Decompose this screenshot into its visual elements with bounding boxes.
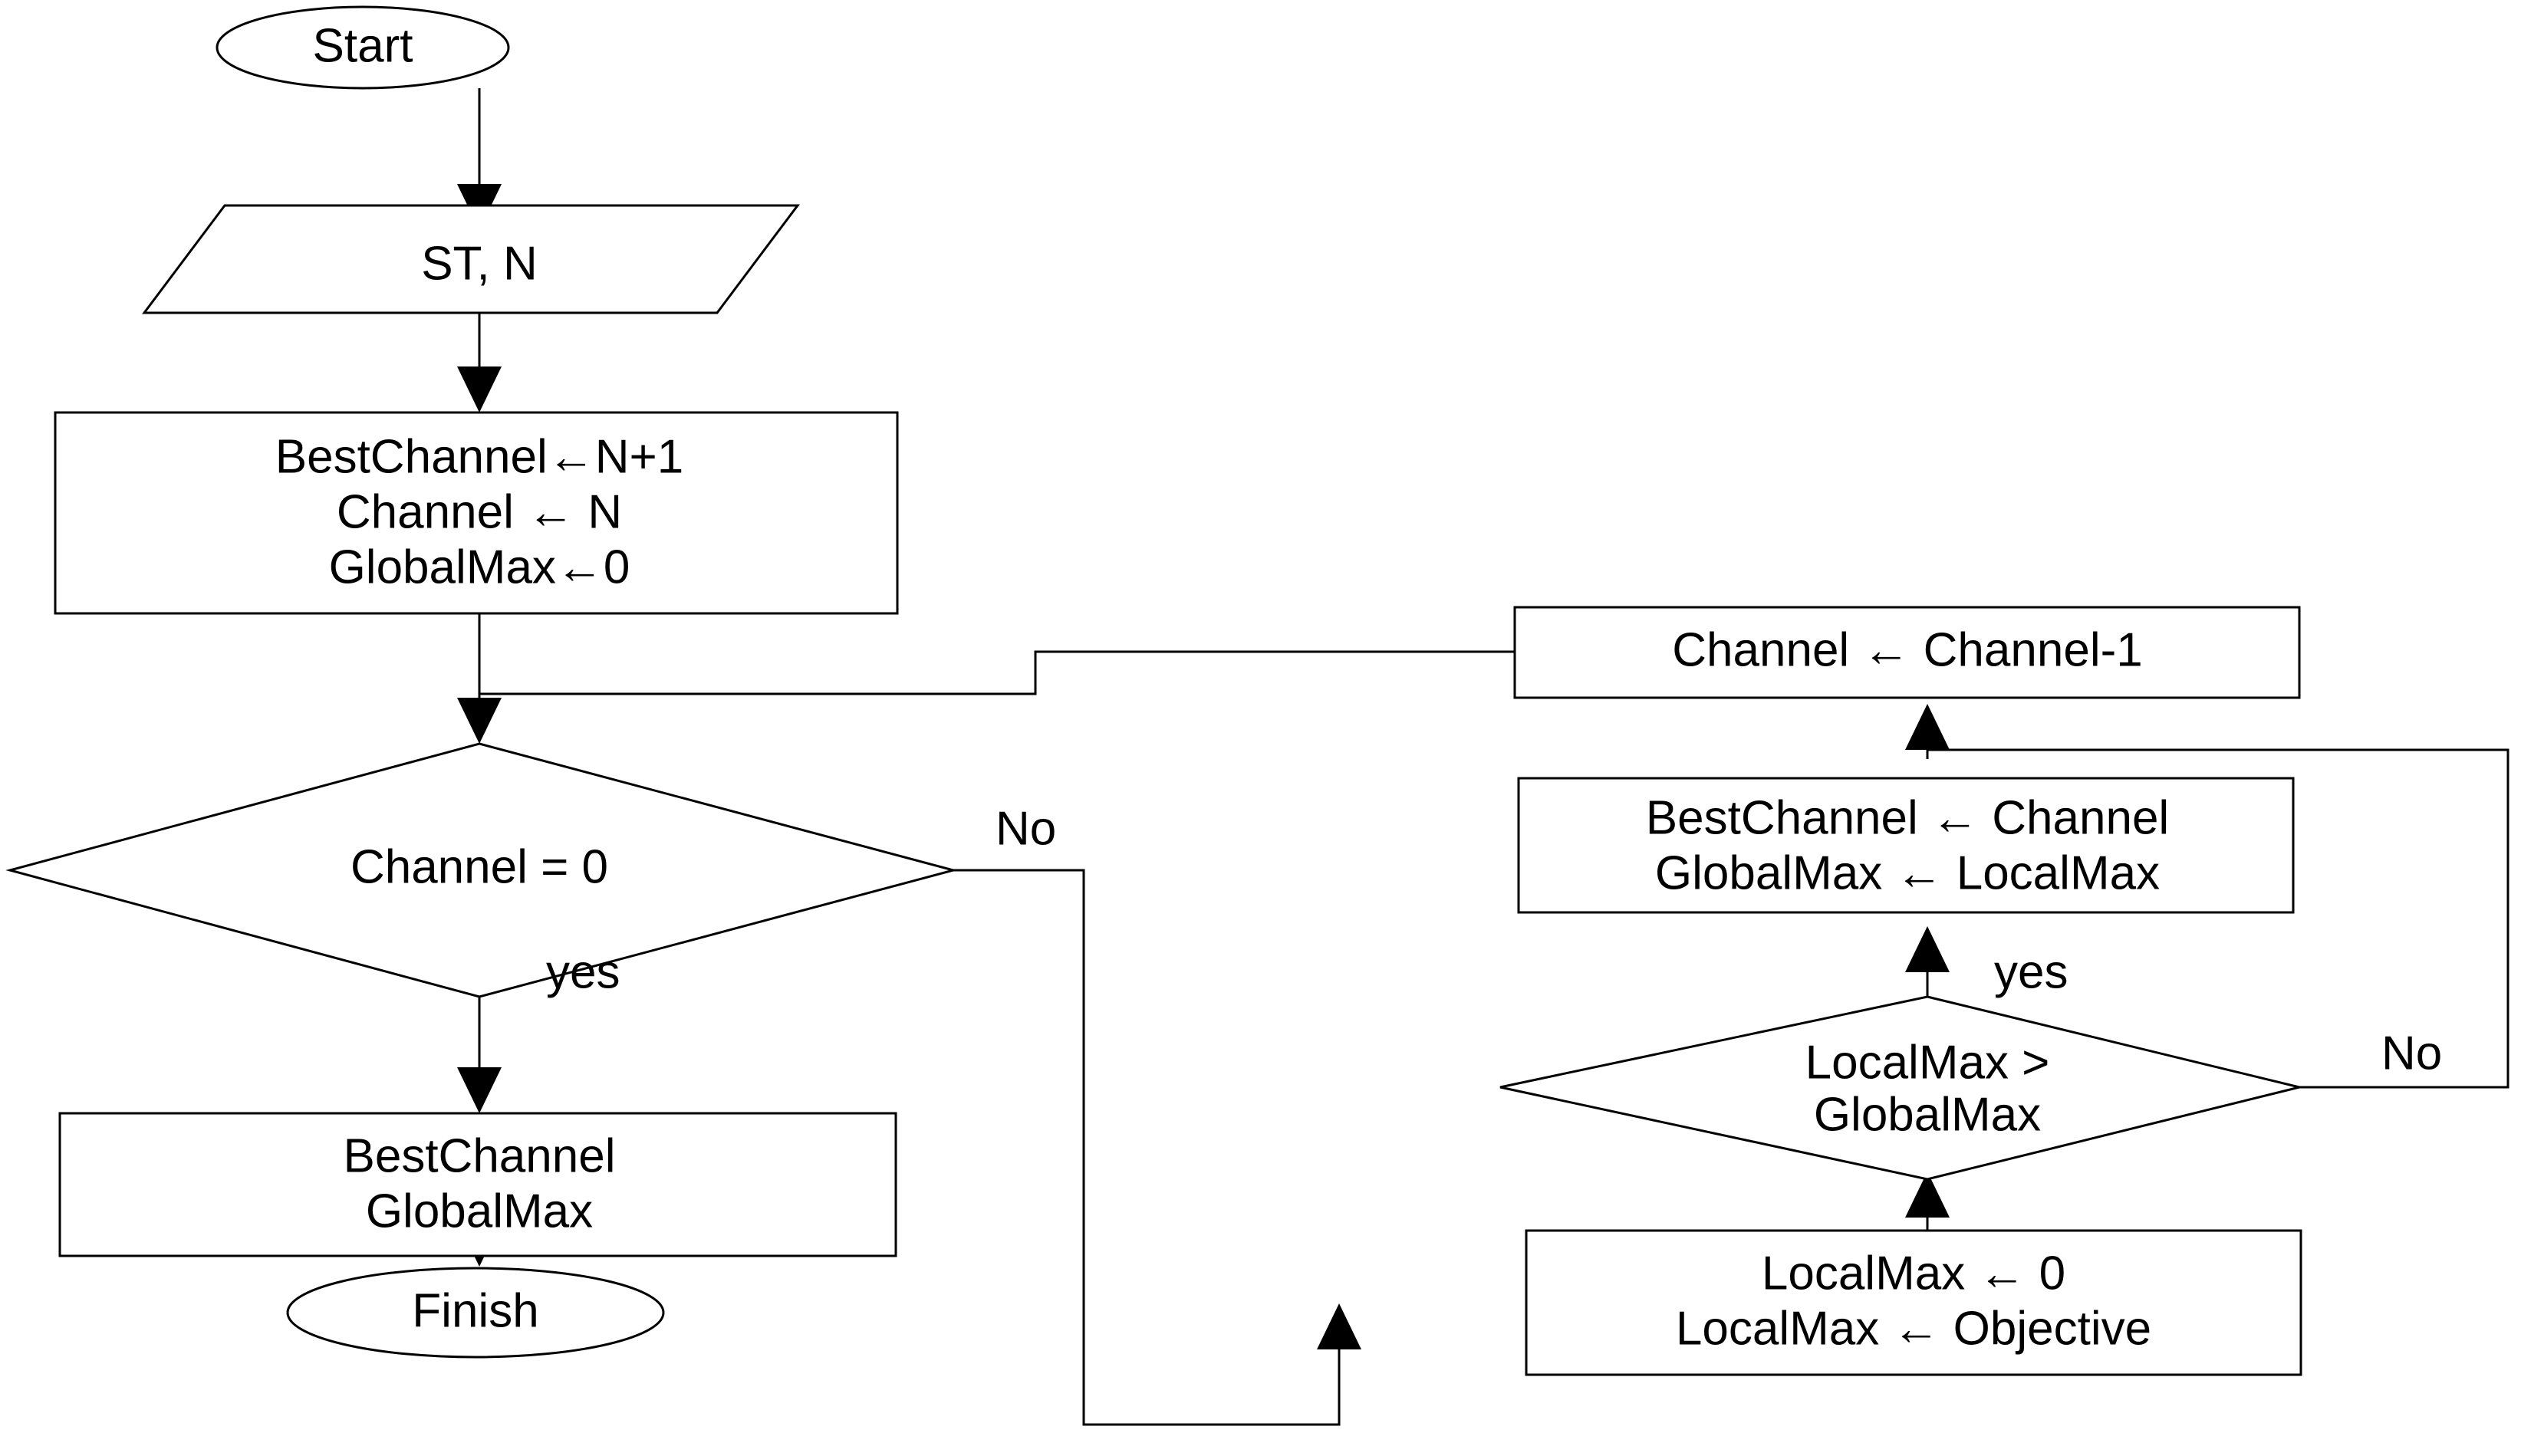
output-line-2: GlobalMax (366, 1185, 593, 1237)
node-start[interactable]: Start (216, 5, 510, 90)
finish-ellipse[interactable] (286, 1267, 665, 1359)
node-channel-check[interactable]: Channel = 0 (5, 742, 958, 998)
output-rect[interactable] (58, 1112, 897, 1257)
local-init-rect[interactable] (1525, 1229, 2302, 1376)
edge-decrement-to-channel-check (479, 650, 1515, 695)
init-rect[interactable] (54, 411, 899, 615)
edge-compare-yes (1905, 926, 1950, 997)
finish-label: Finish (412, 1284, 538, 1337)
edge-label-compare-no: No (2381, 1027, 2442, 1080)
input-label: ST, N (421, 237, 538, 290)
node-finish[interactable]: Finish (286, 1267, 665, 1359)
edge-label-channel-check-no: No (996, 802, 1056, 855)
update-best-line-2: GlobalMax ← LocalMax (1655, 846, 2160, 899)
node-init[interactable]: BestChannel←N+1 Channel ← N GlobalMax←0 (54, 411, 899, 615)
edge-update-best-to-decrement (1905, 704, 1950, 759)
edge-channel-check-no (953, 869, 1361, 1426)
edge-label-compare-yes: yes (1994, 945, 2068, 998)
channel-check-label: Channel = 0 (350, 840, 608, 893)
local-init-line-2: LocalMax ← Objective (1676, 1302, 2151, 1355)
output-line-1: BestChannel (343, 1129, 615, 1182)
channel-check-diamond[interactable] (5, 742, 958, 998)
start-ellipse[interactable] (216, 5, 510, 90)
compare-diamond[interactable] (1499, 995, 2300, 1181)
start-label: Start (313, 19, 413, 72)
node-update-best[interactable]: BestChannel ← Channel GlobalMax ← LocalM… (1517, 777, 2295, 914)
node-decrement[interactable]: Channel ← Channel-1 (1513, 606, 2301, 699)
decrement-rect[interactable] (1513, 606, 2301, 699)
init-line-3: GlobalMax←0 (329, 541, 630, 593)
local-init-line-1: LocalMax ← 0 (1762, 1247, 2065, 1300)
input-parallelogram[interactable] (142, 204, 800, 314)
node-local-init[interactable]: LocalMax ← 0 LocalMax ← Objective (1525, 1229, 2302, 1376)
edge-input-to-init (457, 313, 502, 412)
compare-line-1: LocalMax > (1805, 1036, 2050, 1089)
init-line-2: Channel ← N (337, 485, 622, 538)
node-input[interactable]: ST, N (142, 204, 800, 314)
update-best-rect[interactable] (1517, 777, 2295, 914)
decrement-label: Channel ← Channel-1 (1672, 623, 2143, 676)
edge-compare-no (1927, 748, 2509, 1089)
compare-line-2: GlobalMax (1814, 1088, 2041, 1141)
edge-init-to-channel-check (457, 613, 502, 744)
edge-label-channel-check-yes: yes (546, 945, 620, 998)
node-compare[interactable]: LocalMax > GlobalMax (1499, 995, 2300, 1181)
init-line-1: BestChannel←N+1 (275, 430, 683, 483)
node-output[interactable]: BestChannel GlobalMax (58, 1112, 897, 1257)
edge-channel-check-yes (457, 997, 502, 1113)
update-best-line-1: BestChannel ← Channel (1646, 791, 2169, 844)
